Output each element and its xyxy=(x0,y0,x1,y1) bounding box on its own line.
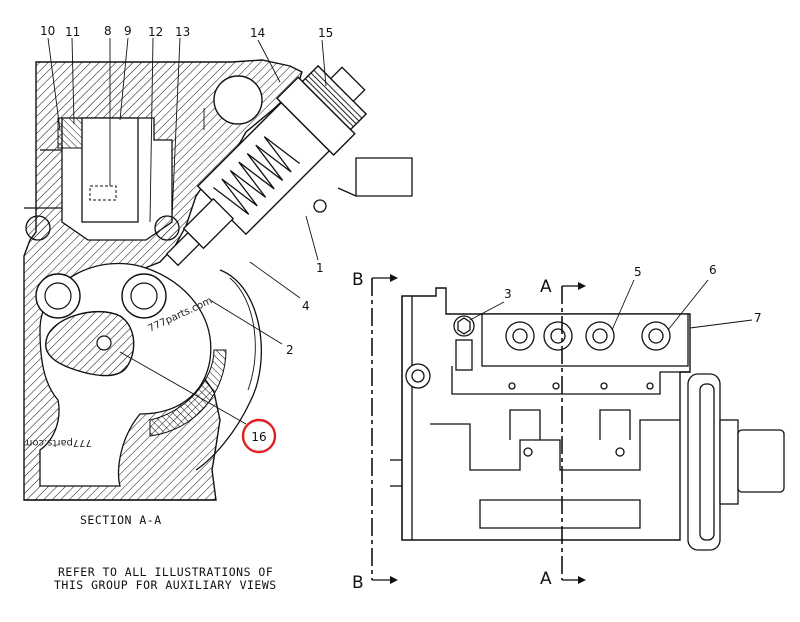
section-a-a-view: 10 11 8 9 12 13 14 15 1 4 2 16 777parts.… xyxy=(23,24,413,527)
part-number-9: 9 xyxy=(124,24,132,38)
highlight-circle-16[interactable] xyxy=(241,418,277,454)
footer-note-line1: REFER TO ALL ILLUSTRATIONS OF xyxy=(58,565,273,579)
part-number-13: 13 xyxy=(175,25,190,39)
section-caption: SECTION A-A xyxy=(80,513,162,527)
part-number-7: 7 xyxy=(754,311,762,325)
part-number-6: 6 xyxy=(709,263,717,277)
side-view: B B A A 3 5 6 7 xyxy=(352,263,785,593)
leader-lines xyxy=(47,37,327,425)
part-number-16[interactable]: 16 xyxy=(251,430,266,444)
section-mark-a-bottom: A xyxy=(540,569,552,589)
section-mark-b-top: B xyxy=(352,270,364,290)
spring-assembly xyxy=(165,64,368,267)
section-mark-a-top: A xyxy=(540,277,552,297)
ball-right xyxy=(154,215,180,241)
part-number-10: 10 xyxy=(40,24,55,38)
cam-lobe xyxy=(45,310,135,377)
fuel-outlets xyxy=(505,321,671,351)
ball-left xyxy=(25,215,51,241)
part-number-5: 5 xyxy=(634,265,642,279)
watermark-lower: 777parts.com xyxy=(23,437,92,448)
section-mark-b-bottom: B xyxy=(352,573,364,593)
passage-circle xyxy=(213,75,263,125)
part-number-11: 11 xyxy=(65,25,80,39)
part-number-14: 14 xyxy=(250,26,265,40)
part-number-8: 8 xyxy=(104,24,112,38)
part-number-3: 3 xyxy=(504,287,512,301)
part-number-2: 2 xyxy=(286,343,294,357)
part-number-12: 12 xyxy=(148,25,163,39)
footer-note-line2: THIS GROUP FOR AUXILIARY VIEWS xyxy=(54,578,277,592)
part-number-4: 4 xyxy=(302,299,310,313)
part-number-1: 1 xyxy=(316,261,324,275)
part-number-15: 15 xyxy=(318,26,333,40)
